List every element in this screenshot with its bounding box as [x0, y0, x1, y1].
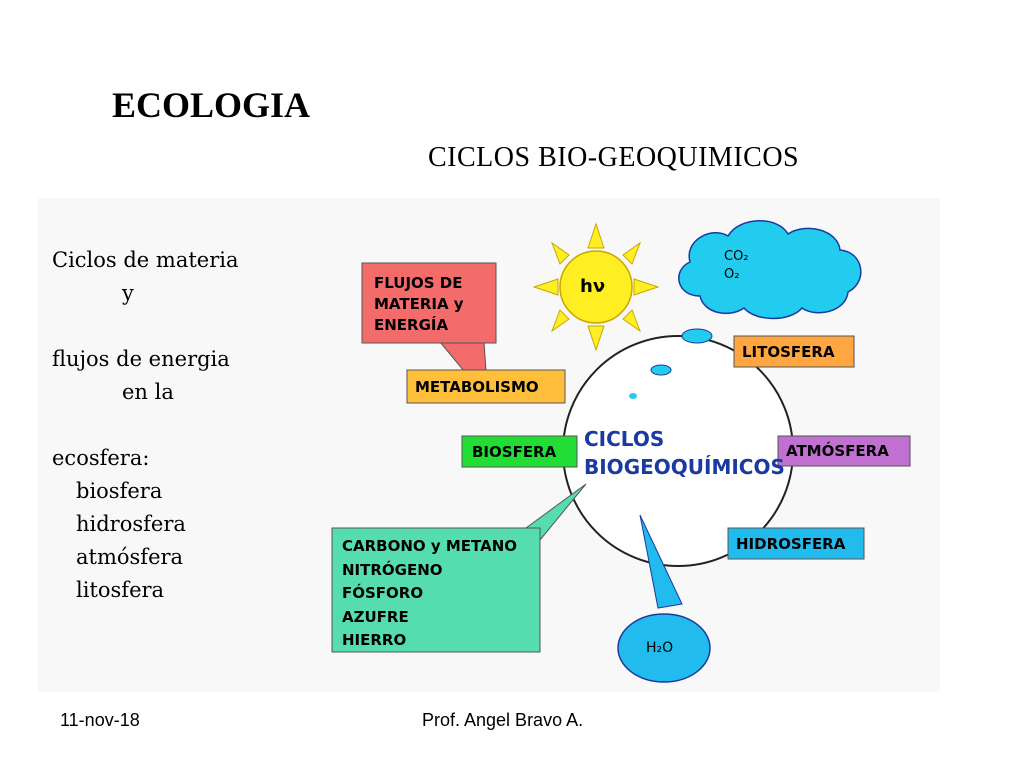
water-drop-icon — [617, 613, 711, 683]
footer-date: 11-nov-18 — [60, 710, 140, 730]
sun-icon — [532, 222, 660, 352]
page-subtitle: CICLOS BIO-GEOQUIMICOS — [428, 142, 800, 173]
metabolismo-label: METABOLISMO — [415, 378, 539, 396]
cycles-list-item: HIERRO — [342, 631, 407, 649]
water-pointer — [639, 514, 683, 609]
biosfera-box — [461, 435, 578, 468]
water-blob — [650, 364, 672, 376]
water-blob — [629, 393, 637, 399]
left-text-line: y — [122, 281, 134, 305]
sphere-list-item: litosfera — [76, 578, 165, 602]
sphere-list-item: biosfera — [76, 479, 163, 503]
sun-label: hν — [580, 276, 606, 297]
center-label: CICLOS BIOGEOQUÍMICOS — [584, 427, 785, 479]
cycles-list: CARBONO y METANO NITRÓGENO FÓSFORO AZUFR… — [342, 535, 517, 653]
atmosfera-box — [777, 435, 911, 467]
cycles-box — [331, 527, 541, 653]
left-text-line: en la — [122, 380, 174, 404]
left-text-block: Ciclos de materia y flujos de energia en… — [52, 244, 238, 607]
cloud-o2-label: O₂ — [724, 267, 740, 282]
cycles-list-item: CARBONO y METANO — [342, 537, 518, 555]
litosfera-box — [733, 335, 855, 368]
sphere-list-item: hidrosfera — [76, 512, 186, 536]
water-label: H₂O — [646, 640, 674, 656]
water-blob — [681, 328, 713, 344]
sphere-list-item: atmósfera — [76, 545, 184, 569]
litosfera-label: LITOSFERA — [742, 343, 835, 361]
left-text-line: ecosfera: — [52, 446, 150, 470]
cloud-co2-label: CO₂ — [724, 249, 749, 264]
flujos-box — [361, 262, 497, 344]
cycles-list-item: NITRÓGENO — [342, 560, 443, 579]
left-text-line: Ciclos de materia — [52, 248, 239, 272]
left-text-line: flujos de energia — [52, 347, 230, 371]
flujos-label: FLUJOS DE MATERIA y ENERGÍA — [374, 274, 464, 334]
hidrosfera-box — [727, 527, 865, 560]
atmosfera-label: ATMÓSFERA — [786, 442, 889, 460]
biosfera-label: BIOSFERA — [472, 443, 557, 461]
cycles-list-item: AZUFRE — [342, 607, 409, 626]
cloud-icon — [678, 220, 862, 320]
cycles-list-item: FÓSFORO — [342, 584, 424, 602]
hidrosfera-label: HIDROSFERA — [736, 535, 846, 553]
metabolismo-box — [406, 369, 566, 404]
footer-author: Prof. Angel Bravo A. — [422, 710, 584, 730]
page-title: ECOLOGIA — [112, 85, 311, 125]
